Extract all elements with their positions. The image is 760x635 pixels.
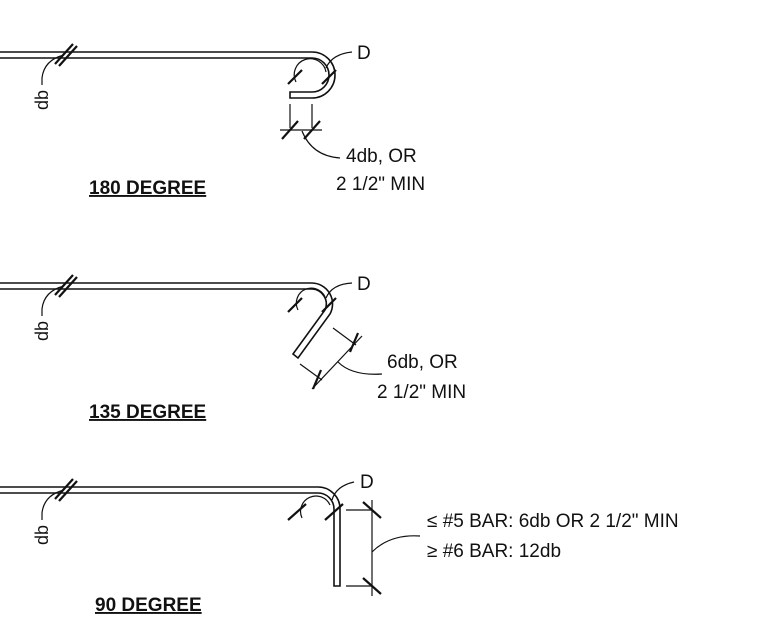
diameter-tick-right-90 [324,503,344,521]
extension-leader-90 [371,535,421,553]
d-leader-135 [325,282,353,299]
db-label-135: db [32,321,52,341]
detail-title-180: 180 DEGREE [89,178,206,199]
extension-label-180-line2: 2 1/2" MIN [336,174,425,195]
db-leader-180 [41,54,65,85]
hook-detail-90: db D ≤ #5 BAR: 6db OR 2 1/2" MIN ≥ #6 BA… [0,472,679,616]
diameter-arc-180 [293,58,327,83]
detail-title-135: 135 DEGREE [89,402,206,423]
diameter-tick-left-135 [287,297,303,313]
bar-tick-135 [54,274,74,296]
bar-tick-90 [54,478,74,500]
db-leader-90 [41,489,65,520]
hook-detail-180: db D 4db, OR 2 1/2" MIN 180 DEGREE [0,43,425,199]
d-leader-90 [331,481,355,501]
hook-detail-135: db D 6db, OR 2 1/2" MIN 135 DEGREE [0,274,466,423]
db-label-180: db [32,90,52,110]
db-leader-135 [41,285,65,316]
db-label-90: db [32,525,52,545]
d-label-135: D [357,274,371,295]
extension-leader-180 [301,130,341,159]
extension-label-135-line1: 6db, OR [387,352,458,373]
detail-title-90: 90 DEGREE [95,595,202,616]
extension-leader-135 [337,361,383,375]
diameter-tick-left-180 [287,69,303,85]
extension-label-90-line2: ≥ #6 BAR: 12db [427,541,561,562]
bar-90 [0,486,341,587]
d-label-90: D [360,472,374,493]
extension-label-90-line1: ≤ #5 BAR: 6db OR 2 1/2" MIN [427,511,679,532]
diameter-arc-90 [299,495,331,519]
diameter-tick-right-180 [321,69,337,85]
extension-label-180-line1: 4db, OR [346,146,417,167]
d-label-180: D [357,43,371,64]
diameter-tick-left-90 [287,503,307,521]
d-leader-180 [325,51,353,69]
diameter-tick-right-135 [321,297,337,313]
extension-label-135-line2: 2 1/2" MIN [377,382,466,403]
bar-tick-180 [54,43,74,65]
bar-135 [0,282,334,360]
